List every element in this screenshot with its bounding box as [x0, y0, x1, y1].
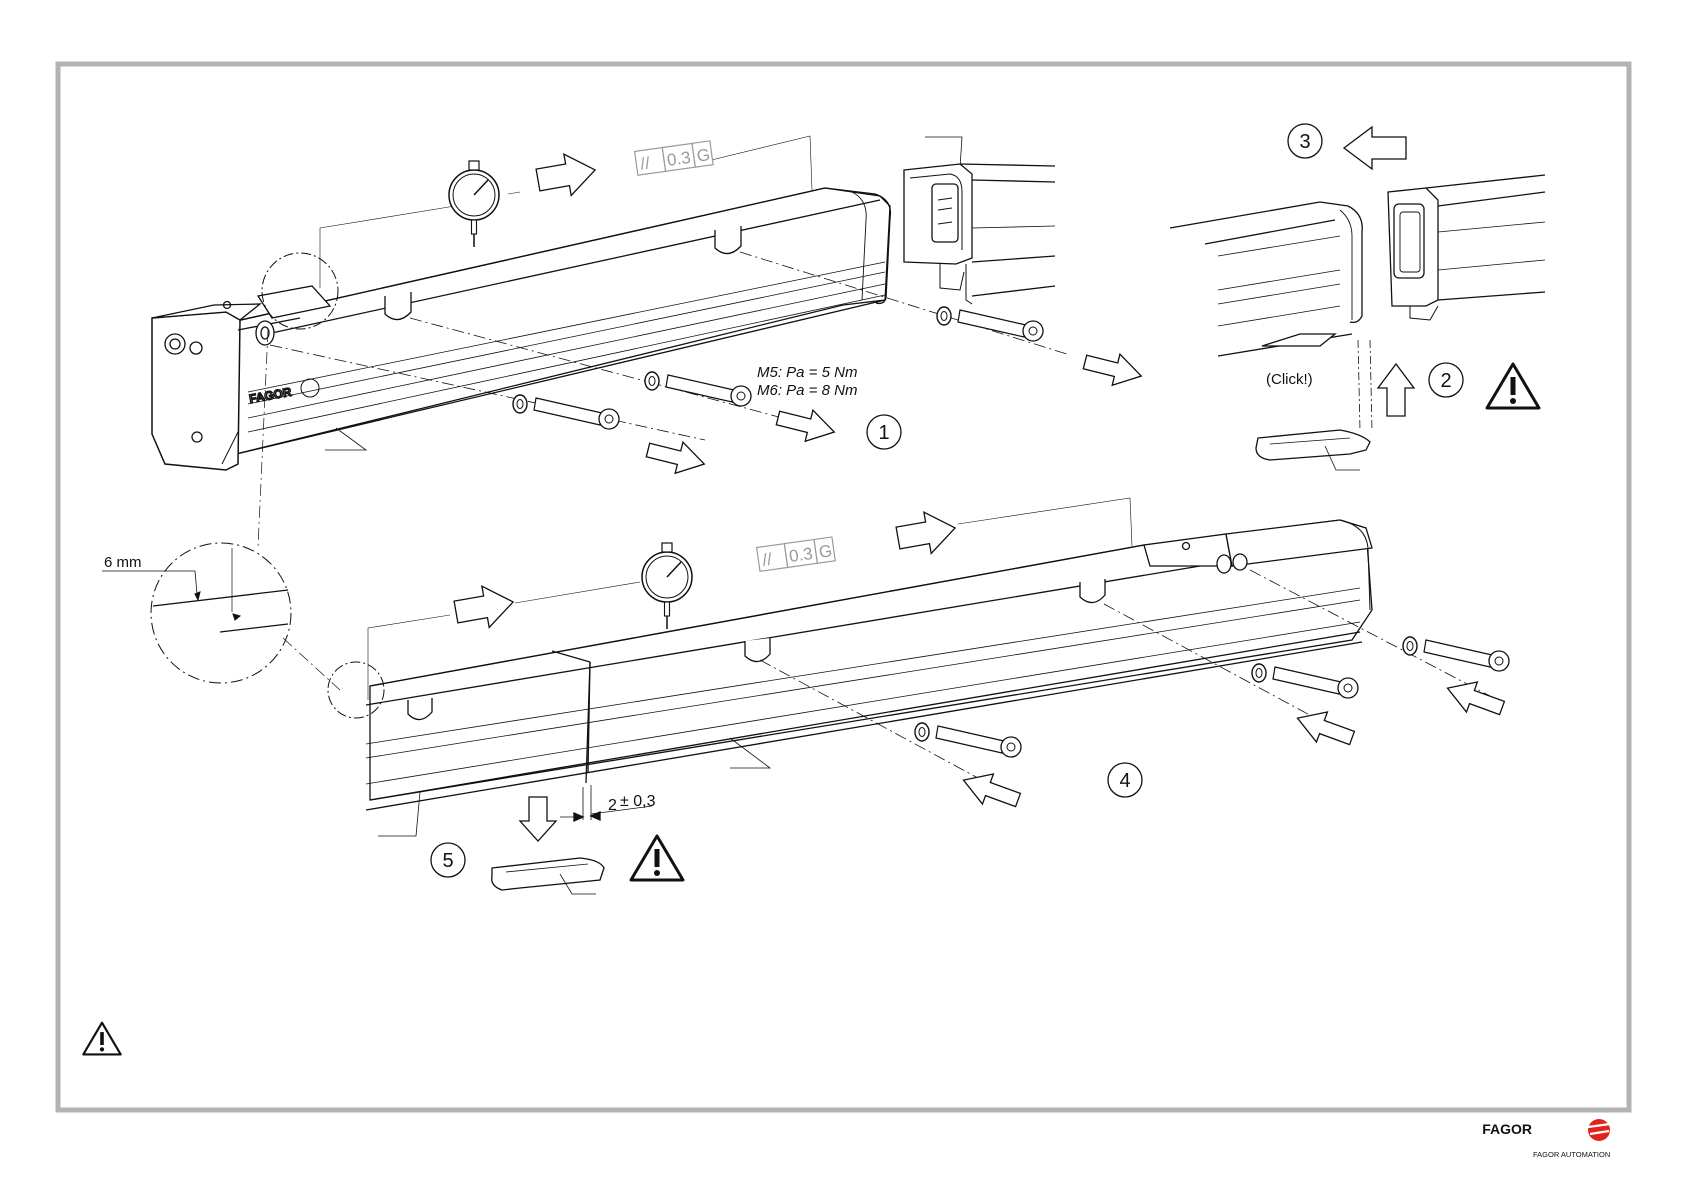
warning-icon	[1487, 364, 1539, 408]
parallelism-frame-top: // 0.3 G	[635, 141, 714, 175]
detail-6mm-label: 6 mm	[104, 554, 142, 571]
brand-name: FAGOR	[1482, 1121, 1532, 1137]
arrow-icon	[534, 149, 598, 200]
brand-subtitle: FAGOR AUTOMATION	[1533, 1150, 1610, 1159]
arrow-icon	[452, 581, 516, 632]
torque-m5-label: M5: Pa = 5 Nm	[757, 364, 857, 381]
step-1-badge: 1	[867, 415, 901, 449]
svg-text:3: 3	[1299, 131, 1310, 153]
arrow-icon	[774, 402, 838, 447]
step-4-badge: 4	[1108, 763, 1142, 797]
svg-text:5: 5	[442, 850, 453, 872]
screw-icon	[937, 307, 1043, 341]
arrow-icon	[1081, 346, 1145, 391]
datum-label: G	[696, 145, 712, 166]
step-2-badge: 2	[1429, 363, 1463, 397]
arrow-icon	[1378, 364, 1414, 416]
dial-indicator-icon	[449, 161, 499, 247]
arrow-icon	[1344, 127, 1406, 169]
bottom-assembly	[328, 498, 1490, 894]
tolerance-nominal: 2	[608, 797, 617, 814]
torque-m6-label: M6: Pa = 8 Nm	[757, 382, 857, 399]
warning-icon	[631, 836, 683, 880]
parallelism-value: 0.3	[666, 148, 692, 170]
arrow-icon	[644, 434, 708, 479]
screw-icon	[645, 372, 751, 406]
arrow-icon	[520, 797, 556, 841]
screw-icon	[513, 395, 619, 429]
arrow-icon	[894, 507, 958, 558]
step-5-badge: 5	[431, 843, 465, 877]
screw-icon	[915, 723, 1021, 757]
screw-icon	[1403, 637, 1509, 671]
top-right-assembly	[1170, 175, 1545, 470]
svg-text:1: 1	[878, 422, 889, 444]
click-label: (Click!)	[1266, 371, 1313, 388]
parallelism-value: 0.3	[788, 544, 814, 566]
step-3-badge: 3	[1288, 124, 1322, 158]
dial-indicator-icon	[642, 543, 692, 629]
arrow-icon	[1442, 673, 1507, 723]
datum-label: G	[818, 541, 834, 562]
parallelism-frame-bottom: // 0.3 G	[757, 537, 836, 571]
fagor-logo-icon: FAGOR FAGOR AUTOMATION	[1482, 1119, 1610, 1159]
svg-text:2: 2	[1440, 370, 1451, 392]
warning-icon	[83, 1023, 120, 1055]
svg-text:4: 4	[1119, 770, 1130, 792]
tolerance-deviation: ± 0,3	[620, 793, 656, 810]
